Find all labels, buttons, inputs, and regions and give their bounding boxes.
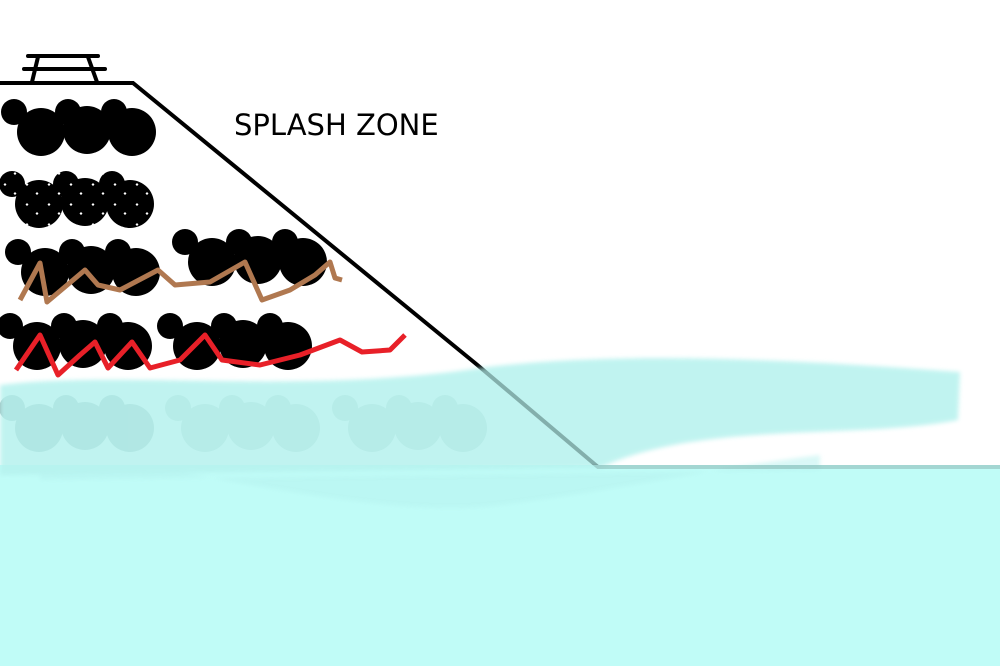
- splash-zone-label: SPLASH ZONE: [234, 108, 439, 142]
- rock: [61, 178, 109, 226]
- rock: [264, 322, 312, 370]
- brown-geotextile-line: [17, 259, 343, 305]
- rock: [279, 238, 327, 286]
- rock: [106, 180, 154, 228]
- rock: [63, 106, 111, 154]
- rock: [157, 313, 183, 339]
- rock: [17, 108, 65, 156]
- bench-icon: [22, 54, 107, 84]
- rock: [172, 229, 198, 255]
- rock: [5, 239, 31, 265]
- splash-foam: [0, 358, 960, 508]
- rock: [219, 320, 267, 368]
- rock-cluster: [5, 239, 160, 296]
- rock: [112, 248, 160, 296]
- rock: [21, 248, 69, 296]
- rock-cluster: [0, 171, 154, 228]
- levee-outline-submerged: [473, 361, 1000, 469]
- rock: [59, 320, 107, 368]
- rock: [15, 180, 63, 228]
- rock: [0, 171, 25, 197]
- red-geotextile-line: [13, 332, 407, 378]
- rock: [108, 108, 156, 156]
- rock: [234, 236, 282, 284]
- rock: [67, 246, 115, 294]
- rock-cluster: [1, 99, 156, 156]
- rock: [1, 99, 27, 125]
